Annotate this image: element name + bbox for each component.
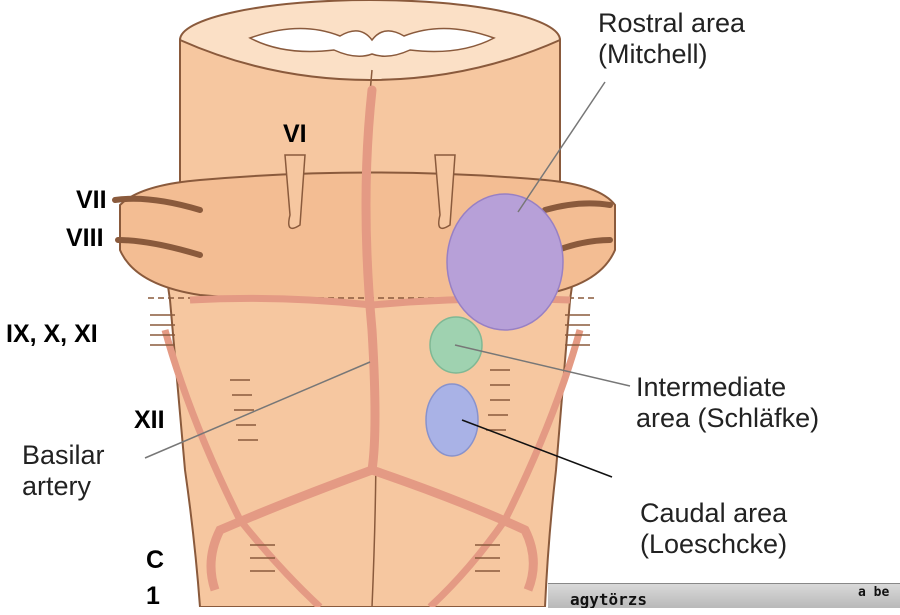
inset-left-text: agytörzs [570, 590, 647, 608]
rostral-area-blob [447, 194, 563, 330]
nerve-viii-label: VIII [66, 224, 104, 253]
rostral-area-label: Rostral area (Mitchell) [598, 8, 745, 70]
inset-panel: agytörzs a be [548, 583, 900, 608]
nerve-xii-label: XII [134, 406, 165, 435]
inset-right-text: a be [858, 585, 889, 600]
caudal-area-label: Caudal area (Loeschcke) [640, 498, 787, 560]
nerve-vii-label: VII [76, 186, 107, 215]
c1-label: C 1 [146, 542, 164, 615]
intermediate-area-label: Intermediate area (Schläfke) [636, 372, 819, 434]
basilar-artery-label: Basilar artery [22, 440, 105, 502]
nerve-ix-x-xi-label: IX, X, XI [6, 320, 98, 349]
caudal-area-blob [426, 384, 478, 456]
nerve-vi-label: VI [283, 120, 307, 149]
